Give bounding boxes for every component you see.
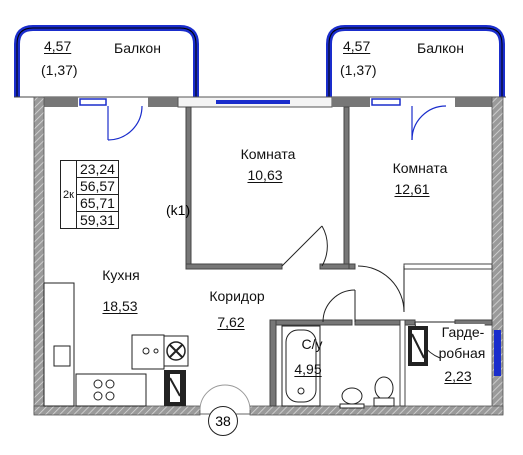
balcony-right-area: 4,57 <box>343 38 371 54</box>
wardrobe-area: 2,23 <box>444 368 472 384</box>
summary-value: 23,24 <box>75 160 119 178</box>
area-summary-table: 2к 23,24 56,57 65,71 59,31 <box>60 160 119 229</box>
interior-doors <box>199 225 455 411</box>
room1-label: Комната <box>240 146 296 162</box>
balcony-left-reduced: (1,37) <box>41 62 78 78</box>
balcony-right-reduced: (1,37) <box>340 62 377 78</box>
apartment-type: 2к <box>60 160 77 229</box>
balcony-left-area: 4,57 <box>44 38 72 54</box>
summary-value: 65,71 <box>75 194 119 212</box>
kitchen-shafts <box>163 335 189 406</box>
balcony-doors <box>107 105 447 141</box>
exterior-walls <box>33 96 504 416</box>
summary-value: 59,31 <box>75 211 119 229</box>
balcony-right-label: Балкон <box>417 40 464 56</box>
balcony-left-label: Балкон <box>114 40 161 56</box>
bathroom-area: 4,95 <box>294 361 322 377</box>
kitchen-label: Кухня <box>102 267 140 283</box>
summary-note: (k1) <box>166 202 191 218</box>
bathroom-label: С/у <box>301 336 323 352</box>
wardrobe-label-line1: Гарде- <box>441 324 485 340</box>
room2-label: Комната <box>392 160 448 176</box>
wardrobe-shaft <box>408 326 428 366</box>
kitchen-area: 18,53 <box>102 298 138 314</box>
area-summary: 2к 23,24 56,57 65,71 59,31 (k1) <box>60 160 190 229</box>
wardrobe-label-line2: робная <box>438 345 486 361</box>
interior-walls <box>185 106 493 407</box>
corridor-label: Коридор <box>209 288 265 304</box>
bathtub <box>281 325 321 407</box>
room1-area: 10,63 <box>247 167 283 183</box>
summary-value: 56,57 <box>75 177 119 195</box>
unit-number-badge: 38 <box>208 406 238 436</box>
sink-toilet <box>339 376 395 409</box>
room2-area: 12,61 <box>394 181 430 197</box>
corridor-area: 7,62 <box>217 314 245 330</box>
kitchen-counter <box>43 282 165 407</box>
